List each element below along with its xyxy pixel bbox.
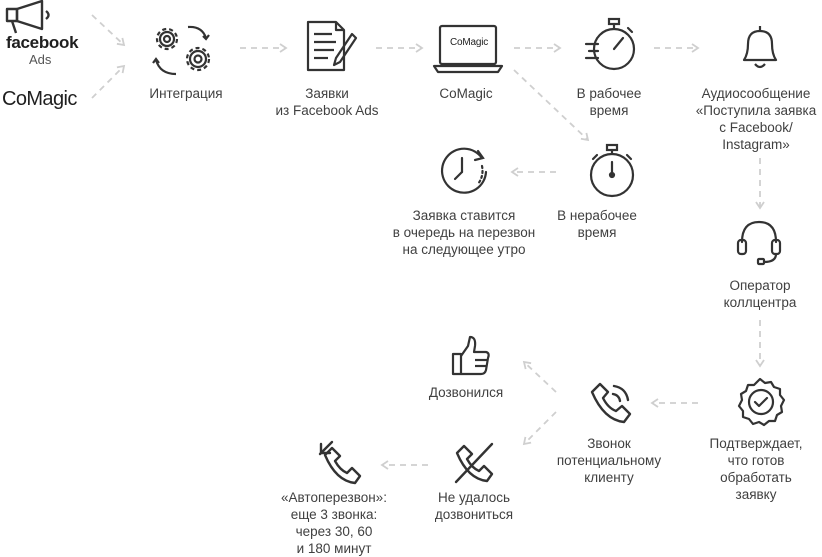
megaphone-icon: [4, 0, 60, 34]
label-call: Звонок потенциальному клиенту: [557, 435, 661, 486]
label-confirms-line3: обработать: [720, 470, 792, 485]
check-badge-icon: [734, 376, 786, 428]
arrow-comagic-offtime: [513, 69, 590, 142]
facebook-logo-text: facebook: [6, 33, 79, 52]
label-call-line1: Звонок: [587, 436, 631, 451]
label-work-time-line2: время: [589, 103, 629, 118]
arrow-comagic-integration: [91, 64, 126, 99]
label-call-line3: клиенту: [584, 470, 634, 485]
label-audio-line3: с Facebook/: [719, 120, 793, 135]
label-failed: Не удалось дозвониться: [435, 489, 513, 523]
label-integration: Интеграция: [149, 86, 223, 101]
label-comagic: CoMagic: [439, 86, 493, 101]
stopwatch-fast-icon: [584, 16, 640, 76]
label-off-time: В нерабочее время: [557, 207, 637, 241]
headset-icon: [734, 216, 784, 268]
label-audio-line2: «Поступила заявка: [695, 103, 817, 118]
label-failed-line1: Не удалось: [437, 490, 511, 505]
label-queue-line2: в очередь на перезвон: [392, 225, 536, 240]
label-requests: Заявки из Facebook Ads: [275, 85, 378, 119]
label-redial-line3: через 30, 60: [295, 524, 373, 539]
label-audio-line4: Instagram»: [722, 137, 790, 152]
label-audio: Аудиосообщение «Поступила заявка с Faceb…: [696, 85, 816, 153]
arrow-facebook-integration: [91, 14, 126, 47]
label-redial: «Автоперезвон»: еще 3 звонка: через 30, …: [281, 489, 387, 557]
label-operator-line2: коллцентра: [723, 295, 797, 310]
label-queue: Заявка ставится в очередь на перезвон на…: [393, 207, 535, 258]
comagic-logo-text: CoMagic: [2, 88, 77, 110]
laptop-icon: [432, 24, 504, 74]
label-failed-line2: дозвониться: [434, 507, 514, 522]
gears-icon: [150, 22, 220, 78]
label-requests-line2: из Facebook Ads: [275, 103, 379, 118]
stopwatch-icon: [584, 142, 640, 202]
phone-call-icon: [586, 378, 636, 428]
label-confirms-line1: Подтверждает,: [709, 436, 803, 451]
label-confirms-line2: что готов: [727, 453, 785, 468]
label-operator-line1: Оператор: [729, 278, 791, 293]
label-call-line2: потенциальному: [556, 453, 662, 468]
label-operator: Оператор коллцентра: [724, 277, 797, 311]
label-redial-line1: «Автоперезвон»:: [281, 490, 387, 505]
document-pen-icon: [304, 18, 360, 74]
label-off-time-line2: время: [577, 225, 617, 240]
label-work-time-line1: В рабочее: [576, 86, 642, 101]
arrow-call-reached: [522, 360, 557, 393]
label-requests-line1: Заявки: [305, 86, 349, 101]
clock-arrow-icon: [438, 146, 492, 198]
label-work-time: В рабочее время: [577, 85, 642, 119]
phone-cancel-icon: [452, 440, 498, 486]
label-queue-line3: на следующее утро: [402, 242, 526, 257]
thumbs-up-icon: [450, 334, 492, 378]
bell-icon: [734, 22, 786, 74]
label-reached: Дозвонился: [428, 385, 504, 400]
label-queue-line1: Заявка ставится: [412, 208, 516, 223]
laptop-screen-text: CoMagic: [449, 37, 489, 48]
phone-redial-icon: [318, 440, 364, 486]
arrow-call-failed: [522, 411, 557, 446]
label-redial-line2: еще 3 звонка:: [290, 507, 378, 522]
label-off-time-line1: В нерабочее: [557, 208, 637, 223]
label-audio-line1: Аудиосообщение: [701, 86, 811, 101]
label-redial-line4: и 180 минут: [296, 541, 372, 556]
label-confirms: Подтверждает, что готов обработать заявк…: [710, 435, 803, 503]
facebook-ads-text: Ads: [29, 52, 52, 67]
label-confirms-line4: заявку: [735, 487, 777, 502]
